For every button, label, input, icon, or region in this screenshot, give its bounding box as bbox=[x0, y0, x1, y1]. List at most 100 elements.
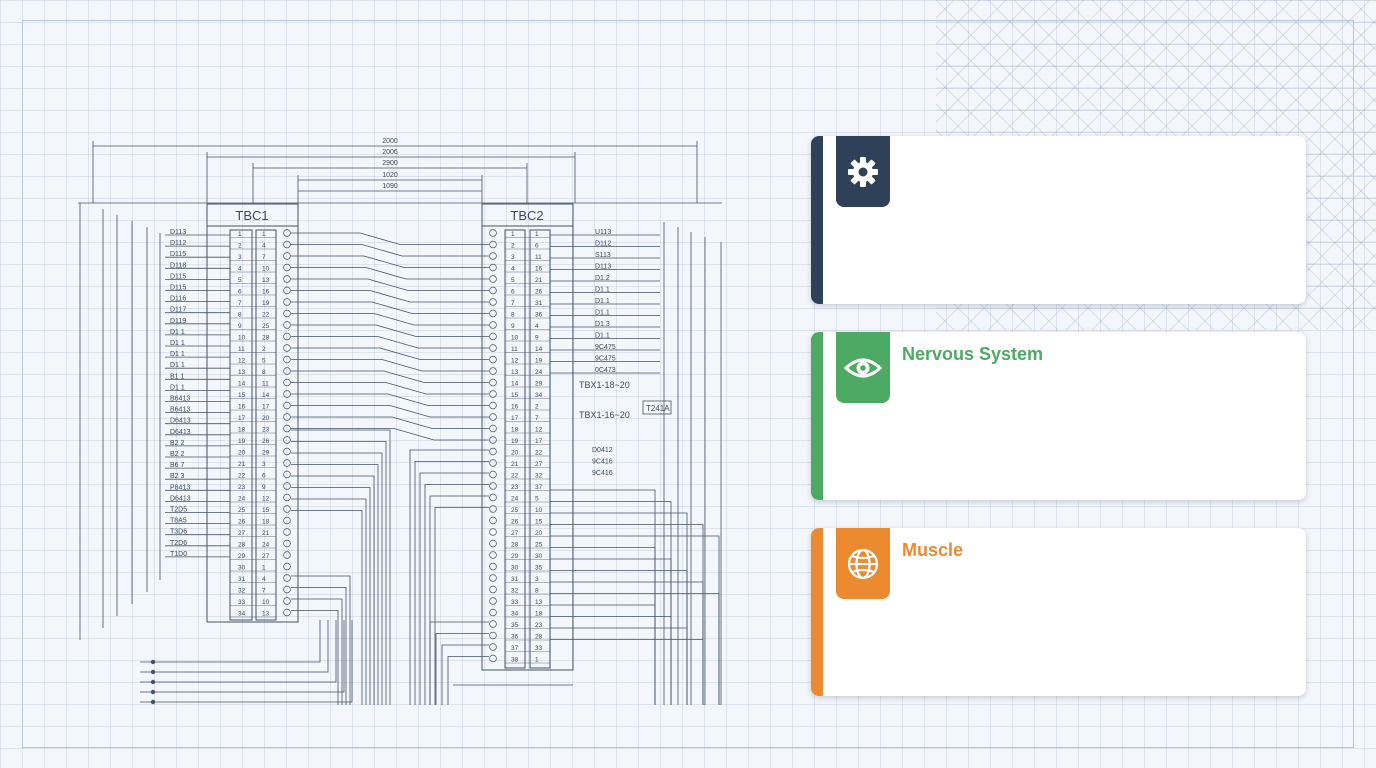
card-accent-stripe bbox=[811, 136, 823, 304]
signal-label: D112 bbox=[170, 240, 186, 247]
signal-label: D1.3 bbox=[595, 321, 610, 328]
signal-label: U113 bbox=[595, 229, 611, 236]
svg-text:6: 6 bbox=[511, 289, 515, 296]
svg-text:15: 15 bbox=[535, 519, 543, 526]
card-title: Nervous System bbox=[902, 344, 1044, 364]
signal-label: D115 bbox=[170, 251, 186, 258]
svg-text:33: 33 bbox=[511, 599, 519, 606]
signal-label: D116 bbox=[170, 296, 186, 303]
card-muscle[interactable]: Muscle bbox=[811, 528, 1306, 696]
card-accent-stripe bbox=[811, 332, 823, 500]
svg-text:3: 3 bbox=[262, 461, 266, 468]
signal-label: D6413 bbox=[170, 495, 191, 502]
svg-text:33: 33 bbox=[535, 645, 543, 652]
svg-text:8: 8 bbox=[262, 369, 266, 376]
svg-text:23: 23 bbox=[238, 484, 246, 491]
signal-label: D1 1 bbox=[170, 340, 185, 347]
signal-label: D115 bbox=[170, 273, 186, 280]
signal-label: T2D5 bbox=[170, 507, 187, 514]
svg-text:10: 10 bbox=[238, 335, 246, 342]
svg-text:1: 1 bbox=[262, 231, 266, 238]
wiring bbox=[79, 203, 722, 705]
svg-text:25: 25 bbox=[535, 542, 543, 549]
svg-text:10: 10 bbox=[262, 266, 270, 273]
svg-text:3: 3 bbox=[238, 254, 242, 261]
card-1[interactable] bbox=[811, 136, 1306, 304]
signal-label: B1 1 bbox=[170, 373, 185, 380]
signal-label: 9C416 bbox=[592, 470, 613, 477]
svg-text:12: 12 bbox=[511, 358, 519, 365]
svg-text:4: 4 bbox=[238, 266, 242, 273]
svg-text:6: 6 bbox=[238, 289, 242, 296]
svg-text:29: 29 bbox=[535, 381, 543, 388]
svg-text:21: 21 bbox=[511, 461, 519, 468]
signal-label: T8A5 bbox=[170, 518, 187, 525]
svg-text:24: 24 bbox=[262, 542, 270, 549]
svg-text:17: 17 bbox=[238, 415, 246, 422]
signal-label: D1 1 bbox=[170, 351, 185, 358]
svg-text:22: 22 bbox=[238, 473, 246, 480]
svg-text:5: 5 bbox=[511, 277, 515, 284]
svg-text:9: 9 bbox=[238, 323, 242, 330]
signal-label: D112 bbox=[595, 241, 611, 248]
card-accent-stripe bbox=[811, 528, 823, 696]
svg-text:27: 27 bbox=[262, 553, 270, 560]
svg-text:19: 19 bbox=[238, 438, 246, 445]
svg-text:23: 23 bbox=[262, 427, 270, 434]
card-nervous-system[interactable]: Nervous System bbox=[811, 332, 1306, 500]
svg-text:30: 30 bbox=[535, 553, 543, 560]
svg-text:23: 23 bbox=[535, 622, 543, 629]
signal-label: D113 bbox=[595, 264, 611, 271]
signal-label: T2D6 bbox=[170, 540, 187, 547]
svg-text:36: 36 bbox=[535, 312, 543, 319]
svg-text:1: 1 bbox=[511, 231, 515, 238]
svg-text:36: 36 bbox=[511, 634, 519, 641]
svg-text:12: 12 bbox=[238, 358, 246, 365]
svg-text:24: 24 bbox=[511, 496, 519, 503]
svg-text:29: 29 bbox=[511, 553, 519, 560]
svg-text:31: 31 bbox=[535, 300, 543, 307]
terminal-block-tbc2 bbox=[481, 203, 574, 671]
signal-label: 9C416 bbox=[592, 459, 613, 466]
svg-text:5: 5 bbox=[238, 277, 242, 284]
terminal-tag: T241A bbox=[646, 404, 670, 413]
signal-label: D117 bbox=[170, 307, 186, 314]
signal-label: T3D6 bbox=[170, 529, 187, 536]
terminal-tag-box bbox=[642, 400, 672, 415]
svg-text:18: 18 bbox=[535, 611, 543, 618]
svg-text:21: 21 bbox=[238, 461, 246, 468]
svg-text:38: 38 bbox=[511, 657, 519, 664]
svg-text:29: 29 bbox=[238, 553, 246, 560]
terminal-label: TBX1-16~20 bbox=[579, 410, 630, 420]
svg-text:13: 13 bbox=[262, 277, 270, 284]
svg-text:34: 34 bbox=[535, 392, 543, 399]
svg-text:9: 9 bbox=[262, 484, 266, 491]
svg-text:16: 16 bbox=[535, 266, 543, 273]
eye-icon bbox=[843, 358, 883, 377]
svg-text:26: 26 bbox=[511, 519, 519, 526]
signal-label: D118 bbox=[170, 262, 186, 269]
signal-label: D1.1 bbox=[595, 333, 610, 340]
svg-text:33: 33 bbox=[238, 599, 246, 606]
svg-text:4: 4 bbox=[262, 243, 266, 250]
svg-text:25: 25 bbox=[511, 507, 519, 514]
signal-label: T1D0 bbox=[170, 551, 187, 558]
svg-text:6: 6 bbox=[262, 473, 266, 480]
svg-text:11: 11 bbox=[535, 254, 542, 261]
svg-text:20: 20 bbox=[535, 530, 543, 537]
svg-text:37: 37 bbox=[535, 484, 543, 491]
svg-text:16: 16 bbox=[262, 289, 270, 296]
signal-label: D1 1 bbox=[170, 384, 185, 391]
svg-text:25: 25 bbox=[238, 507, 246, 514]
svg-text:19: 19 bbox=[511, 438, 519, 445]
svg-text:11: 11 bbox=[511, 346, 518, 353]
svg-text:35: 35 bbox=[535, 565, 543, 572]
svg-text:14: 14 bbox=[535, 346, 543, 353]
svg-text:15: 15 bbox=[238, 392, 246, 399]
svg-text:1: 1 bbox=[262, 565, 266, 572]
svg-text:21: 21 bbox=[535, 277, 543, 284]
signal-label: B6413 bbox=[170, 407, 190, 414]
